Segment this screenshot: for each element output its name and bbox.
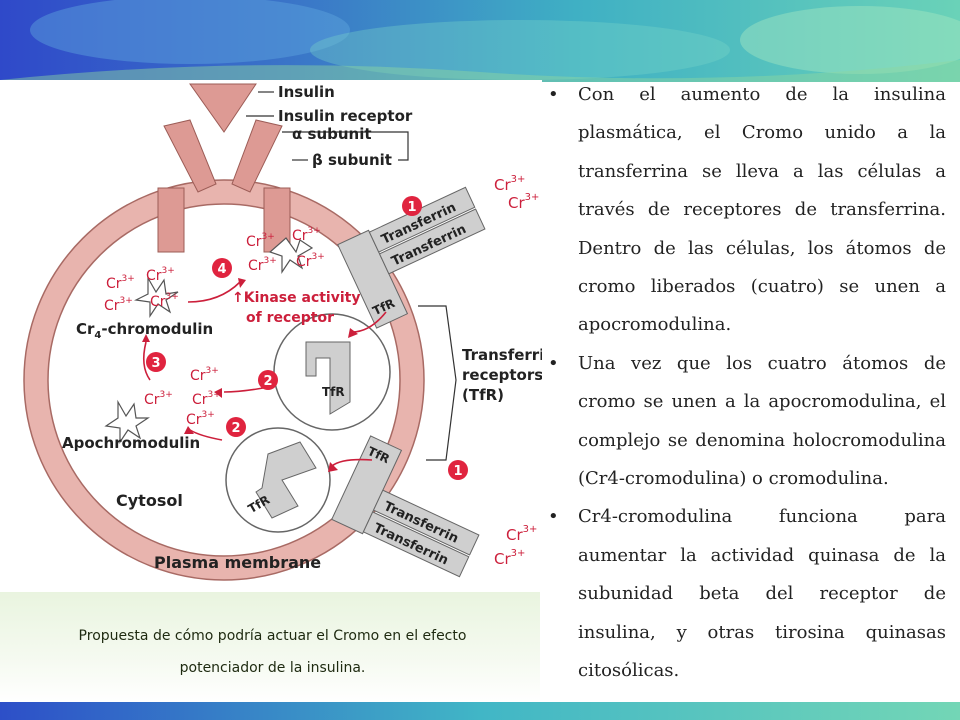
beta-subunit-right — [263, 187, 291, 253]
svg-text:Cr3+: Cr3+ — [146, 266, 175, 284]
step-badge-2: 2 — [258, 370, 278, 390]
chromium-ion: Cr3+ — [494, 548, 525, 568]
caption-background — [0, 592, 540, 702]
bullet-text: Con el aumento de la insulina plasmática… — [578, 84, 946, 336]
cytosol-label: Cytosol — [116, 491, 183, 510]
svg-text:1: 1 — [453, 464, 462, 479]
bullet-text: Una vez que los cuatro átomos de cromo s… — [578, 352, 946, 490]
svg-text:Cr3+: Cr3+ — [296, 252, 325, 270]
insulin-shape — [189, 83, 257, 133]
step-badge-1: 1 — [448, 460, 468, 480]
svg-text:3: 3 — [151, 356, 160, 371]
step-badge-1: 1 — [402, 196, 422, 216]
kinase-activity-label: ↑Kinase activity — [232, 290, 360, 306]
apochromodulin-label: Apochromodulin — [62, 434, 200, 452]
chromium-ion: Cr3+ — [506, 524, 537, 544]
chromium-ion: Cr3+ — [508, 192, 539, 212]
plasma-membrane-label: Plasma membrane — [154, 553, 321, 572]
alpha-subunit-left — [163, 119, 217, 193]
step-badge-4: 4 — [212, 258, 232, 278]
step-badge-3: 3 — [146, 352, 166, 372]
figure-caption: Propuesta de cómo podría actuar el Cromo… — [0, 620, 545, 684]
transferrin-receptors-label: (TfR) — [462, 386, 504, 404]
svg-text:Cr3+: Cr3+ — [246, 232, 275, 250]
beta-subunit-left — [157, 187, 185, 253]
beta-subunit-label: β subunit — [312, 151, 392, 169]
svg-text:Cr3+: Cr3+ — [106, 274, 135, 292]
bullet-marker: • — [548, 352, 559, 374]
svg-text:2: 2 — [263, 374, 272, 389]
svg-text:Cr3+: Cr3+ — [150, 292, 179, 310]
tfr-bracket — [418, 305, 457, 461]
lower-endosome-tfr — [255, 441, 317, 519]
step-badge-2: 2 — [226, 417, 246, 437]
svg-text:Cr3+: Cr3+ — [186, 410, 215, 428]
apochromodulin-shape — [104, 399, 150, 444]
footer-strip — [0, 702, 960, 720]
svg-text:4: 4 — [217, 262, 226, 277]
transferrin-receptors-label: receptors — [462, 366, 542, 384]
insulin-receptor-label: Insulin receptor — [278, 107, 413, 125]
alpha-subunit-right — [231, 119, 283, 193]
upper-tfr-complex: Transferrin Transferrin TfR — [337, 186, 486, 329]
banner-graphic — [0, 0, 960, 82]
bullet-item: • Con el aumento de la insulina plasmátic… — [542, 76, 946, 345]
bullet-item: • Una vez que los cuatro átomos de cromo … — [542, 345, 946, 499]
svg-text:Cr3+: Cr3+ — [292, 226, 321, 244]
caption-line: potenciador de la insulina. — [179, 660, 366, 676]
svg-text:Cr3+: Cr3+ — [104, 296, 133, 314]
tfr-label: TfR — [322, 385, 345, 399]
bullet-marker: • — [548, 84, 559, 105]
svg-text:Cr3+: Cr3+ — [192, 390, 221, 408]
caption-line: Propuesta de cómo podría actuar el Cromo… — [78, 628, 467, 644]
footer-graphic — [0, 702, 960, 720]
alpha-subunit-label: α subunit — [292, 125, 372, 143]
transferrin-receptors-label: Transferrin — [462, 346, 542, 364]
svg-text:Cr3+: Cr3+ — [248, 256, 277, 274]
bullet-marker: • — [548, 506, 559, 528]
kinase-activity-label: of receptor — [246, 310, 334, 326]
chromium-ion: Cr3+ — [494, 174, 525, 194]
bullet-text: Cr4-cromodulina funciona para aumentar l… — [578, 506, 946, 682]
svg-text:2: 2 — [231, 421, 240, 436]
bullet-item: • Cr4-cromodulina funciona para aumentar … — [542, 498, 946, 690]
insulin-label: Insulin — [278, 83, 335, 101]
cr4-chromodulin-label: Cr4-chromodulin — [76, 320, 213, 341]
bullet-list: • Con el aumento de la insulina plasmátic… — [542, 76, 946, 691]
header-banner — [0, 0, 960, 82]
svg-text:Cr3+: Cr3+ — [190, 366, 219, 384]
receptor-chromium-cluster: Cr3+ Cr3+ Cr3+ Cr3+ — [246, 226, 325, 274]
svg-text:1: 1 — [407, 200, 416, 215]
migrating-chromium: Cr3+ Cr3+ Cr3+ Cr3+ — [144, 366, 221, 428]
upper-endosome-tfr — [305, 341, 351, 415]
svg-text:Cr3+: Cr3+ — [144, 390, 173, 408]
chromium-insulin-diagram: Insulin Insulin receptor α subunit β sub… — [0, 80, 542, 592]
cr4-chromodulin-cluster: Cr3+ Cr3+ Cr3+ Cr3+ — [104, 266, 179, 318]
